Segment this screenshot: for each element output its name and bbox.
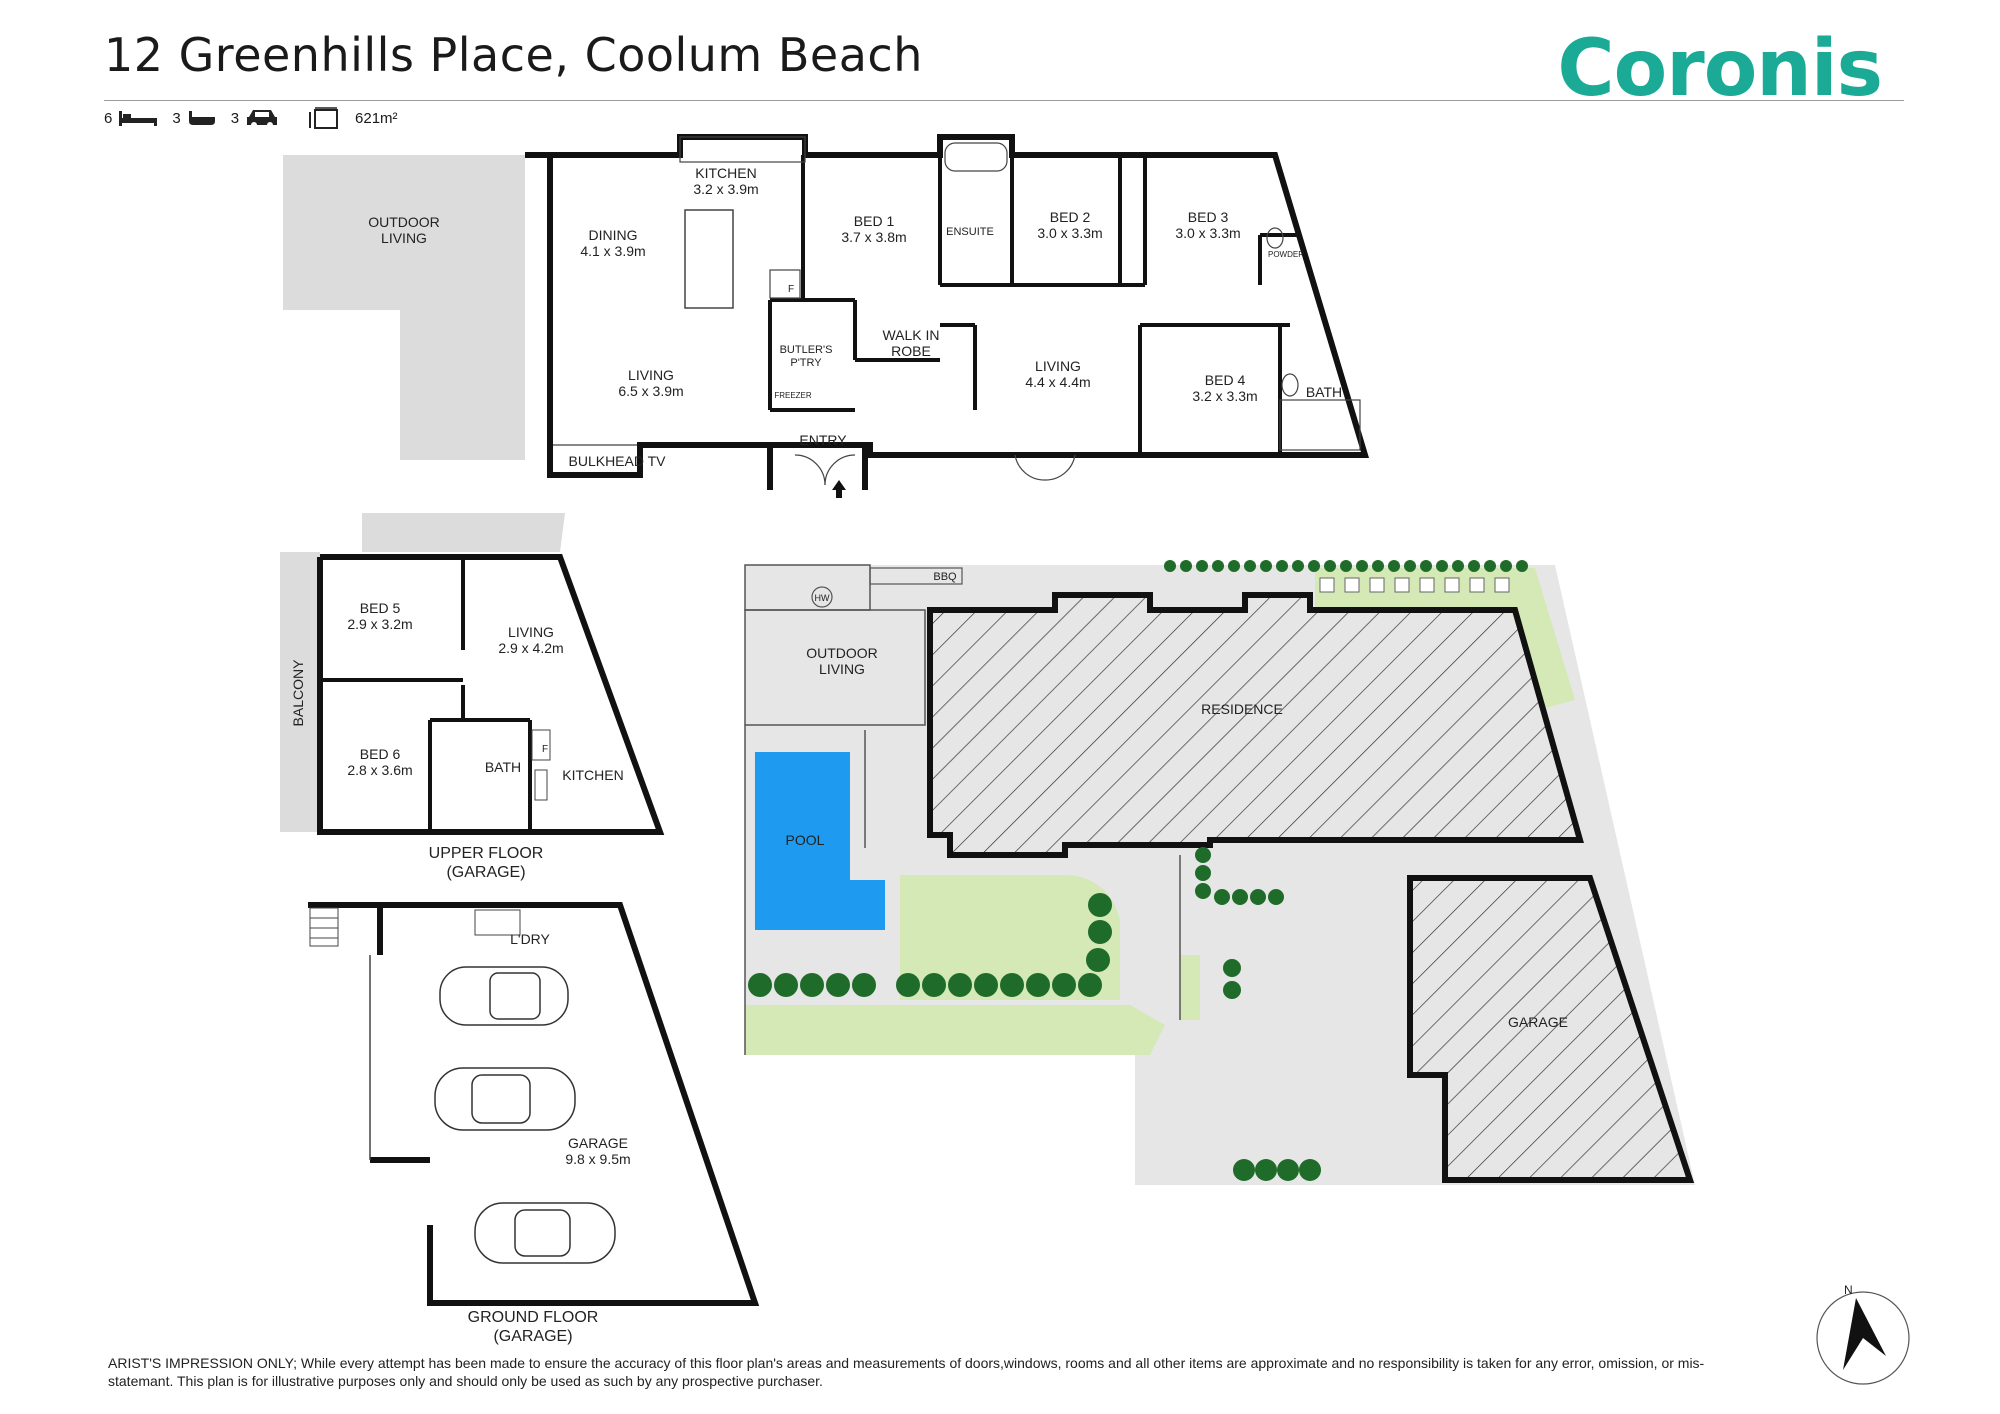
ground-floor-title-2: (GARAGE) [493,1328,572,1345]
room-dining-dims: 4.1 x 3.9m [580,243,645,259]
room-living: LIVING [628,367,674,383]
room-upper-living: LIVING [508,624,554,640]
car-icon-3 [474,1202,616,1264]
lawn-centre [900,875,1120,1000]
bed-icon [119,111,158,126]
room-bed-3: BED 3 [1188,209,1229,225]
freezer-label: FREEZER [774,391,812,400]
cars-count: 3 [230,109,240,127]
staircase-icon [309,907,339,947]
residence-block [927,592,1584,858]
powder-label: POWDER [1268,250,1304,259]
room-upper-living-dims: 2.9 x 4.2m [498,640,563,656]
room-upper-kitchen: KITCHEN [562,767,623,783]
beds-count: 6 [104,109,113,127]
pool [755,752,885,930]
room-bed-1: BED 1 [854,213,895,229]
room-garage: GARAGE [568,1135,628,1151]
header-divider [104,100,1904,101]
main-floor-labels: OUTDOOR LIVING KITCHEN 3.2 x 3.9m DINING… [368,165,1342,469]
hedge-row-drive [1195,847,1321,1181]
upper-floor-title-2: (GARAGE) [446,864,525,881]
bulkhead-tv [549,444,641,476]
pool-label: POOL [786,832,825,848]
room-kitchen: KITCHEN [695,165,756,181]
walk-in-robe-1: WALK IN [882,327,939,343]
room-outdoor-living-2: LIVING [381,230,427,246]
brand-logo: Coronis [1557,24,1883,114]
lawn-strip [1180,955,1200,1020]
room-living-dims: 6.5 x 3.9m [618,383,683,399]
room-bed-5: BED 5 [360,600,401,616]
baths-count: 3 [172,109,181,127]
room-bed-4: BED 4 [1205,372,1246,388]
site-outdoor-living-2: LIVING [819,661,865,677]
north-label: N [1844,1283,1853,1297]
ensuite-label: ENSUITE [946,226,994,238]
room-bed-3-dims: 3.0 x 3.3m [1175,225,1240,241]
bath-label: BATH [1306,384,1342,400]
kitchen-island [684,209,734,309]
north-arrow-icon: N [1816,1283,1910,1385]
land-area-icon [309,107,339,129]
ground-floor-plan [308,902,760,1306]
room-bed-2: BED 2 [1050,209,1091,225]
upper-fridge-label: F [542,744,548,755]
site-garage-label: GARAGE [1508,1014,1568,1030]
lawn-top-right [1315,568,1575,708]
site-plan [744,560,1695,1185]
room-upper-bath: BATH [485,759,521,775]
room-bed-6-dims: 2.8 x 3.6m [347,762,412,778]
balcony-label: BALCONY [290,659,306,727]
garage-block [1407,875,1695,1183]
bulkhead-tv-label: BULKHEAD TV [569,453,667,469]
car-icon-1 [439,966,569,1026]
room-bed-5-dims: 2.9 x 3.2m [347,616,412,632]
lawn-bottom [745,1005,1165,1055]
fridge-space [769,269,801,299]
upper-floor-plan [280,513,665,835]
car-icon-2 [434,1067,576,1131]
room-bed-4-dims: 3.2 x 3.3m [1192,388,1257,404]
entry-arrow-icon [832,480,846,498]
car-icon [247,110,278,128]
room-bed-2-dims: 3.0 x 3.3m [1037,225,1102,241]
bbq-label: BBQ [933,571,957,583]
laundry-label: L'DRY [510,931,550,947]
hedge-row-top [1164,560,1528,572]
room-bed-6: BED 6 [360,746,401,762]
fridge-label: F [788,284,794,295]
room-dining: DINING [589,227,638,243]
hedge-row-pool [748,893,1112,997]
room-garage-dims: 9.8 x 9.5m [565,1151,630,1167]
site-plan-labels: BBQ HW OUTDOOR LIVING POOL RESIDENCE GAR… [786,571,1568,1030]
entry-label: ENTRY [799,432,847,448]
room-living-2-dims: 4.4 x 4.4m [1025,374,1090,390]
main-floor-plan [283,134,1370,498]
ground-floor-title-1: GROUND FLOOR [468,1309,599,1326]
ground-floor-labels: L'DRY GARAGE 9.8 x 9.5m GROUND FLOOR (GA… [468,931,631,1345]
upper-floor-title-1: UPPER FLOOR [429,845,544,862]
residence-label: RESIDENCE [1201,701,1283,717]
walk-in-robe-2: ROBE [891,343,931,359]
hot-water-label: HW [815,593,830,603]
upper-floor-labels: BED 5 2.9 x 3.2m LIVING 2.9 x 4.2m BALCO… [290,600,624,881]
room-bed-1-dims: 3.7 x 3.8m [841,229,906,245]
room-outdoor-living-1: OUTDOOR [368,214,440,230]
property-address: 12 Greenhills Place, Coolum Beach [104,28,923,82]
disclaimer-text: ARIST'S IMPRESSION ONLY; While every att… [108,1355,1705,1389]
bath-icon [188,111,215,125]
butlers-pantry-1: BUTLER'S [780,344,833,356]
butlers-pantry-2: P'TRY [790,357,822,369]
site-outdoor-living-1: OUTDOOR [806,645,878,661]
property-stats: 6 3 3 621m² [104,106,398,130]
kitchen-benchtop [679,136,806,163]
room-living-2: LIVING [1035,358,1081,374]
land-area: 621m² [355,109,398,127]
room-kitchen-dims: 3.2 x 3.9m [693,181,758,197]
